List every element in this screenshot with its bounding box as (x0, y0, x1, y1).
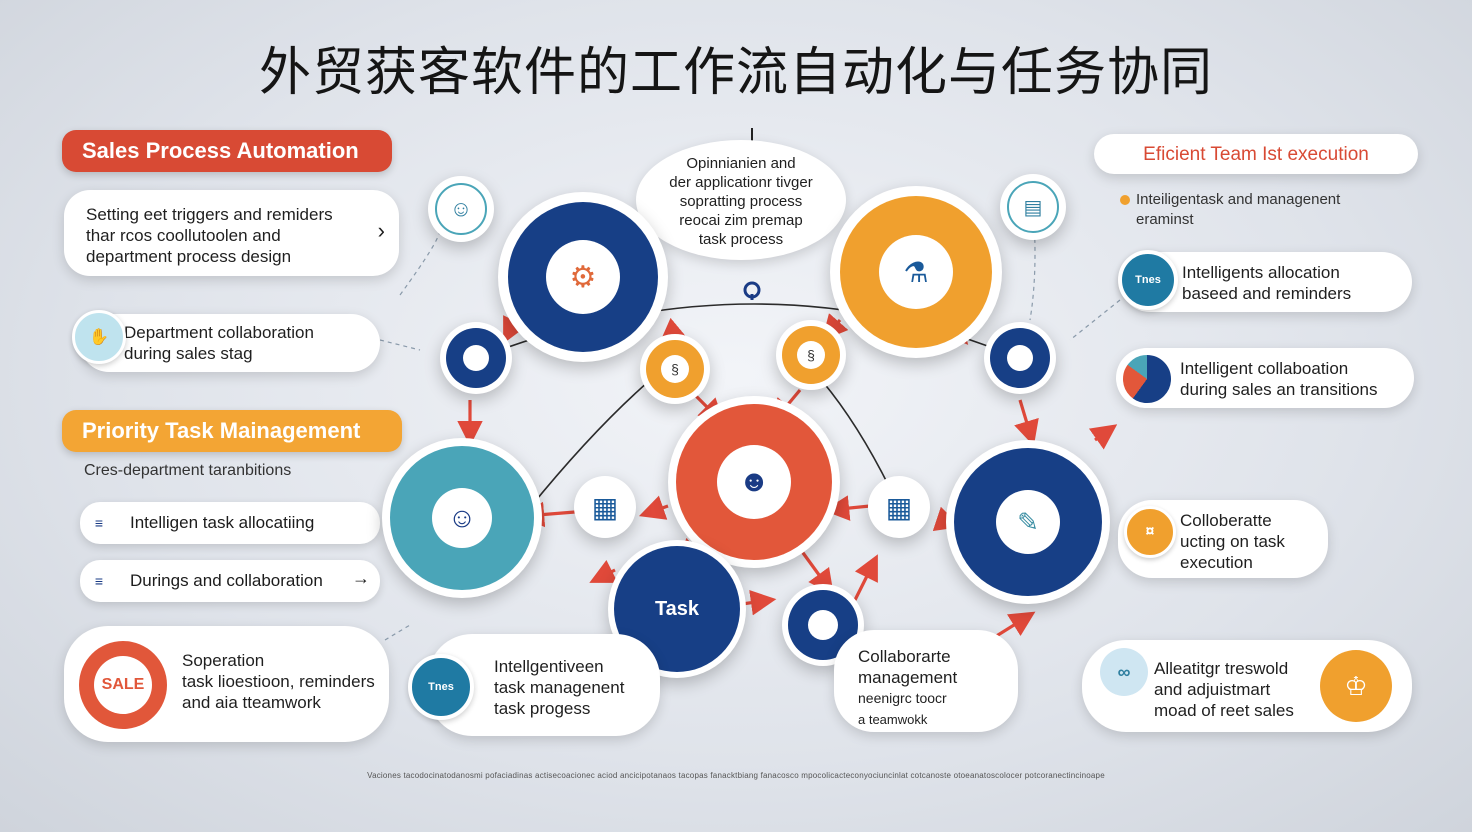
process-cycle-navy-right: ✎ (946, 440, 1110, 604)
card-line: task managenent (494, 678, 625, 697)
banner-label: Eficient Team Ist execution (1143, 143, 1369, 165)
pill-label: Intelligen task allocatiing (130, 513, 315, 532)
process-cycle-navy: ⚙ (498, 192, 668, 362)
pie-chart-icon (1120, 352, 1174, 406)
banner-label: Sales Process Automation (82, 138, 359, 163)
banner-priority-task-management: Priority Task Mainagement (62, 410, 402, 452)
card-line: neenigrc toocr (858, 690, 947, 706)
bubble-line: der applicationr tivger (669, 174, 813, 191)
banner-efficient-team-execution: Eficient Team Ist execution (1094, 134, 1418, 174)
bubble-line: task process (698, 231, 784, 248)
card-line: moad of reet sales (1154, 701, 1294, 720)
list-icon: ≡ (88, 512, 110, 534)
task-label: Task (654, 597, 700, 620)
chevron-right-icon[interactable]: › (377, 218, 385, 243)
flask-icon: ⚗ (903, 256, 929, 288)
card-line: Colloberatte (1180, 511, 1272, 530)
pill-durings-collaboration[interactable]: Durings and collaboration → (80, 560, 380, 602)
gears-icon: ⚙ (569, 260, 597, 294)
intro-text: Inteiligentask and managenent eraminst (1120, 190, 1340, 230)
intro-line: Inteiligentask and managenent (1136, 191, 1341, 208)
task-cycle: Task (608, 540, 746, 678)
card-line: a teamwokk (858, 712, 928, 727)
central-hub-red: ☻ (668, 396, 840, 568)
pill-task-allocating[interactable]: Intelligen task allocatiing (80, 502, 380, 544)
card-line: Intelligent collaboation (1180, 359, 1349, 378)
arrow-right-icon: → (352, 568, 370, 588)
card-department-collaboration[interactable]: Department collaboration during sales st… (80, 314, 380, 372)
card-line: Intellgentiveen (494, 657, 604, 676)
user-icon: ☺ (447, 502, 477, 533)
pill-label: Durings and collaboration (130, 571, 323, 590)
bubble-optimization-process: Opinnianien and der applicationr tivger … (636, 140, 846, 260)
bubble-line: sopratting process (679, 193, 803, 210)
footer-caption: Vaciones tacodocinatodanosmi pofaciadina… (367, 771, 1105, 780)
card-line: task lioestioon, reminders (182, 672, 375, 691)
document-icon: ▦ (868, 476, 930, 538)
card-line: Alleatitgr treswold (1154, 659, 1289, 678)
node-orange-right: § (776, 320, 846, 390)
sale-badge: SALE (78, 640, 168, 730)
card-collaborate-management[interactable]: Collaborarte management neenigrc toocr a… (834, 630, 1018, 732)
node-navy-left (440, 322, 512, 394)
card-line: Soperation (182, 651, 265, 670)
coin-icon: ¤ (1124, 506, 1176, 558)
process-cycle-orange: ⚗ (830, 186, 1002, 358)
banner-label: Priority Task Mainagement (82, 418, 361, 443)
bullet-icon (1120, 195, 1130, 205)
card-line: during sales an transitions (1180, 380, 1378, 399)
banner-sales-process-automation: Sales Process Automation (62, 130, 392, 172)
node-navy-right (984, 322, 1056, 394)
tnes-badge: Tnes (408, 654, 474, 720)
card-line: ucting on task (1180, 532, 1285, 551)
card-line: execution (1180, 553, 1253, 572)
card-line: during sales stag (124, 344, 253, 363)
card-line: and aia tteamwork (182, 693, 321, 712)
tnes-badge: Tnes (1118, 250, 1178, 310)
card-line: and adjuistmart (1154, 680, 1271, 699)
badge-label: Tnes (1135, 274, 1161, 286)
intro-line: eraminst (1136, 211, 1194, 228)
bubble-line: reocai zim premap (679, 212, 803, 229)
card-line: Intelligents allocation (1182, 263, 1340, 282)
person-icon: ☺ (428, 176, 494, 242)
document-icon: ▦ (574, 476, 636, 538)
node-orange-left: § (640, 334, 710, 404)
card-line: Collaborarte (858, 647, 951, 666)
page-title: 外贸获客软件的工作流自动化与任务协同 (258, 43, 1213, 103)
card-line: management (858, 668, 958, 687)
cross-department-label: Cres-department taranbitions (84, 462, 292, 479)
card-line: department process design (86, 247, 292, 266)
list-icon: ≡ (88, 570, 110, 592)
tools-icon: ✎ (1017, 506, 1039, 537)
award-icon: ♔ (1320, 650, 1392, 722)
process-cycle-teal: ☺ (382, 438, 542, 598)
card-line: thar rcos coollutoolen and (86, 226, 281, 245)
card-triggers-reminders[interactable]: Setting eet triggers and remiders thar r… (64, 190, 399, 276)
team-icon: ☻ (738, 465, 770, 498)
workstation-icon: ▤ (1000, 174, 1066, 240)
card-line: task progess (494, 699, 591, 718)
sale-badge-label: SALE (101, 676, 145, 693)
badge-label: Tnes (428, 681, 454, 693)
card-line: Setting eet triggers and remiders (86, 205, 333, 224)
bubble-line: Opinnianien and (686, 155, 796, 172)
card-line: Department collaboration (124, 323, 314, 342)
link-icon: ∞ (1100, 648, 1148, 696)
handshake-icon: ✋ (72, 310, 126, 364)
card-line: baseed and reminders (1182, 284, 1352, 303)
